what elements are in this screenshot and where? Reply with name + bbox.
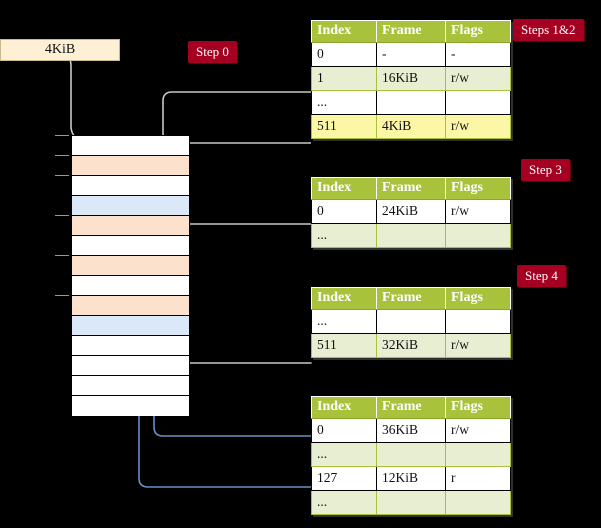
step-badge-step4: Step 4: [517, 265, 566, 287]
memory-frame-row: [72, 296, 189, 316]
wire-t1-4kib-to-memory: [180, 142, 311, 159]
source-address-label: 4KiB: [44, 42, 76, 57]
table-row[interactable]: 0--: [311, 42, 511, 67]
column-header-frame: Frame: [376, 396, 446, 419]
cell-index: 0: [311, 418, 377, 443]
physical-memory-column: [71, 135, 190, 416]
column-header-index: Index: [311, 20, 377, 43]
column-header-frame: Frame: [376, 287, 446, 310]
memory-frame-row: [72, 336, 189, 356]
column-header-flags: Flags: [445, 287, 511, 310]
column-header-flags: Flags: [445, 177, 511, 200]
cell-frame: [376, 442, 446, 467]
cell-flags: r: [445, 466, 511, 491]
cell-index: ...: [311, 490, 377, 515]
table-row[interactable]: ...: [311, 442, 511, 467]
step-badge-step0: Step 0: [188, 41, 237, 63]
cell-flags: r/w: [445, 418, 511, 443]
memory-frame-row: [72, 136, 189, 156]
column-header-flags: Flags: [445, 396, 511, 419]
memory-frame-row: [72, 196, 189, 216]
cell-frame: [376, 309, 446, 334]
cell-frame: 12KiB: [376, 466, 446, 491]
cell-flags: r/w: [445, 199, 511, 224]
cell-frame: -: [376, 42, 446, 67]
source-address-box: 4KiB: [0, 39, 120, 61]
memory-frame-row: [72, 276, 189, 296]
cell-index: 511: [311, 114, 377, 139]
cell-frame: 4KiB: [376, 114, 446, 139]
cell-flags: [445, 309, 511, 334]
cell-frame: 32KiB: [376, 333, 446, 358]
column-header-frame: Frame: [376, 20, 446, 43]
memory-scale-tick: [55, 255, 69, 256]
cell-frame: [376, 223, 446, 248]
memory-scale-tick: [55, 175, 69, 176]
wire-t3-32kib-to-memory: [174, 318, 312, 364]
memory-frame-row: [72, 396, 189, 416]
cell-frame: [376, 490, 446, 515]
cell-frame: [376, 90, 446, 115]
cell-frame: 16KiB: [376, 66, 446, 91]
step-badge-steps1and2: Steps 1&2: [513, 19, 584, 41]
memory-scale-tick: [55, 295, 69, 296]
cell-flags: [445, 223, 511, 248]
column-header-frame: Frame: [376, 177, 446, 200]
memory-frame-row: [72, 156, 189, 176]
cell-frame: 24KiB: [376, 199, 446, 224]
cell-flags: [445, 90, 511, 115]
memory-frame-row: [72, 216, 189, 236]
memory-frame-row: [72, 356, 189, 376]
table-row[interactable]: ...: [311, 90, 511, 115]
cell-index: 1: [311, 66, 377, 91]
memory-frame-row: [72, 176, 189, 196]
memory-scale-tick: [55, 155, 69, 156]
table-row[interactable]: ...: [311, 309, 511, 334]
column-header-flags: Flags: [445, 20, 511, 43]
memory-frame-row: [72, 256, 189, 276]
cell-index: 511: [311, 333, 377, 358]
step-badge-step3: Step 3: [521, 159, 570, 181]
cell-frame: 36KiB: [376, 418, 446, 443]
column-header-index: Index: [311, 287, 377, 310]
cell-flags: r/w: [445, 333, 511, 358]
memory-frame-row: [72, 376, 189, 396]
table-row[interactable]: ...: [311, 223, 511, 248]
memory-scale-tick: [55, 215, 69, 216]
cell-index: 0: [311, 42, 377, 67]
cell-flags: r/w: [445, 66, 511, 91]
cell-flags: -: [445, 42, 511, 67]
cell-flags: [445, 490, 511, 515]
cell-index: 0: [311, 199, 377, 224]
cell-index: 127: [311, 466, 377, 491]
cell-index: ...: [311, 309, 377, 334]
cell-index: ...: [311, 223, 377, 248]
table-row[interactable]: ...: [311, 490, 511, 515]
cell-flags: r/w: [445, 114, 511, 139]
memory-scale-tick: [55, 135, 69, 136]
cell-index: ...: [311, 90, 377, 115]
cell-index: ...: [311, 442, 377, 467]
cell-flags: [445, 442, 511, 467]
column-header-index: Index: [311, 396, 377, 419]
memory-frame-row: [72, 236, 189, 256]
memory-frame-row: [72, 316, 189, 336]
wire-t2-24kib-in: [180, 223, 311, 245]
column-header-index: Index: [311, 177, 377, 200]
